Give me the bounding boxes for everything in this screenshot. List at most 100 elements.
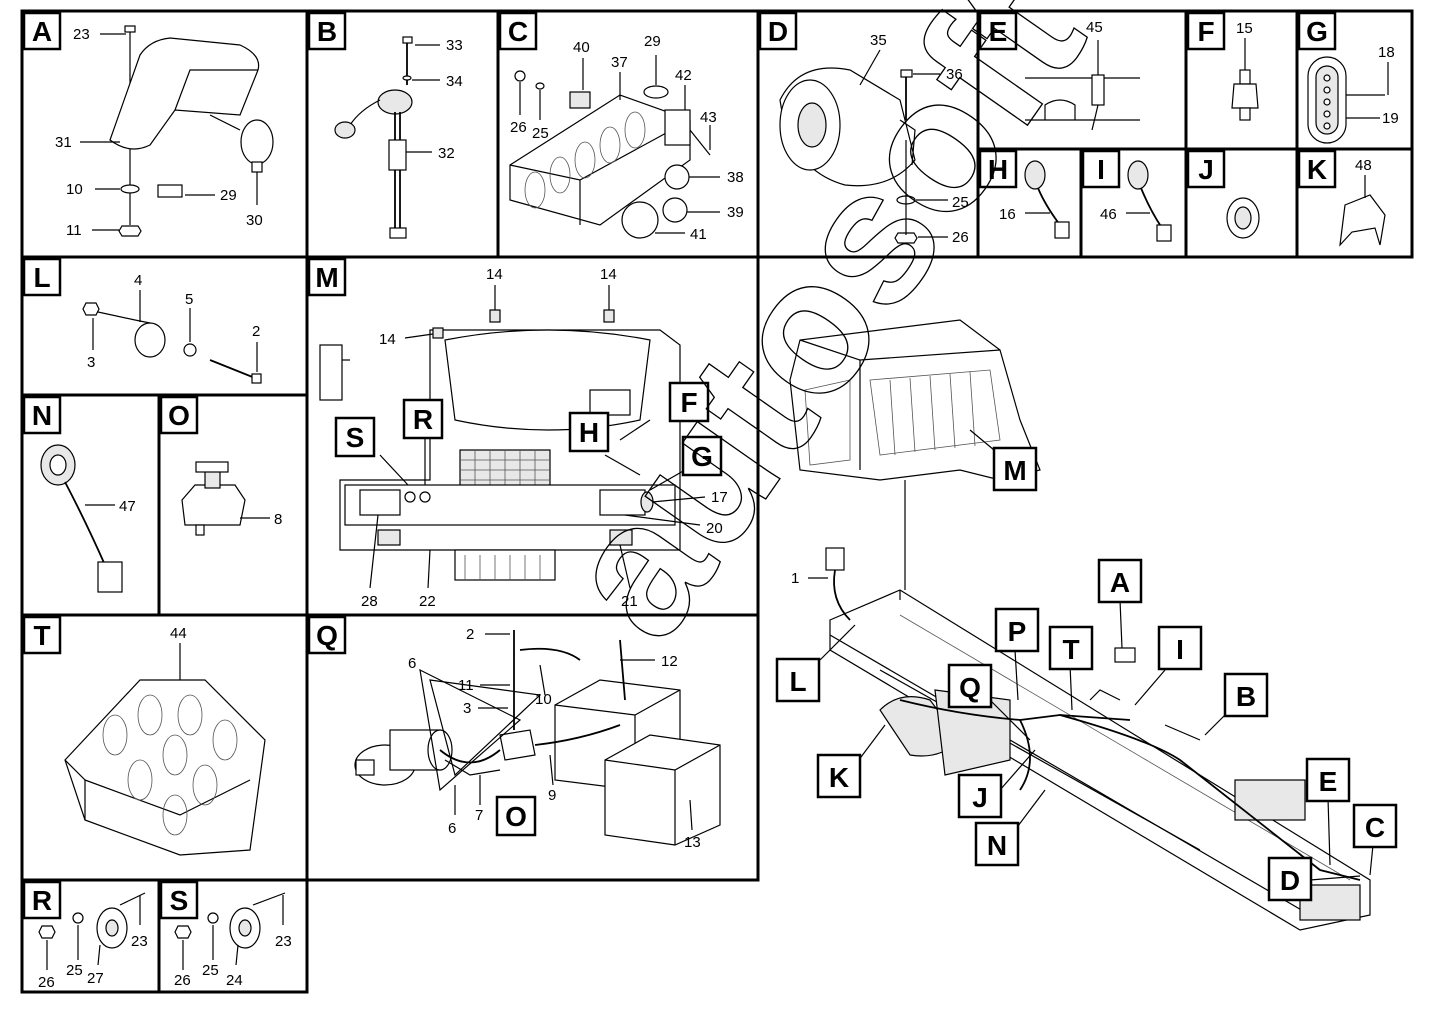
callout: 11 <box>66 222 82 239</box>
callout: 17 <box>711 489 728 506</box>
callout: 33 <box>446 37 463 54</box>
callout: 11 <box>458 677 474 694</box>
callout: 23 <box>73 26 90 43</box>
callout: 32 <box>438 145 455 162</box>
callout: 25 <box>532 125 549 142</box>
panel-f: F 15 <box>1186 11 1259 121</box>
callout: 10 <box>535 691 552 708</box>
inner-tag-o: O <box>505 801 527 832</box>
callout: 2 <box>252 323 260 340</box>
callout: 16 <box>999 206 1016 223</box>
overview-tag-c: C <box>1365 812 1385 843</box>
panel-tag-l: L <box>33 262 50 293</box>
callout: 44 <box>170 625 187 642</box>
overview-tag-k: K <box>829 762 849 793</box>
panel-b: B 33 34 32 <box>307 11 463 239</box>
callout: 3 <box>87 354 95 371</box>
callout: 23 <box>131 933 148 950</box>
overview-tag-p: P <box>1008 616 1027 647</box>
callout: 14 <box>486 266 503 283</box>
callout: 2 <box>466 626 474 643</box>
callout: 26 <box>174 972 191 989</box>
panel-tag-h: H <box>988 154 1008 185</box>
overview-tag-n: N <box>987 830 1007 861</box>
callout: 14 <box>600 266 617 283</box>
callout: 35 <box>870 32 887 49</box>
overview-tag-a: A <box>1110 567 1130 598</box>
callout: 1 <box>791 570 799 587</box>
truck-overview: M A P T I B L Q K J N E C D 1 <box>775 319 1398 931</box>
panel-l: L 4 5 3 2 <box>22 257 262 384</box>
overview-tag-t: T <box>1062 634 1079 665</box>
panel-tag-f: F <box>1197 16 1214 47</box>
callout: 19 <box>1382 110 1399 127</box>
panel-tag-d: D <box>768 16 788 47</box>
panel-c: C 40 29 37 42 26 25 43 38 39 <box>498 11 744 243</box>
overview-tag-b: B <box>1236 681 1256 712</box>
inner-tag-r: R <box>413 404 433 435</box>
callout: 25 <box>952 194 969 211</box>
callout: 22 <box>419 593 436 610</box>
callout: 40 <box>573 39 590 56</box>
panel-tag-j: J <box>1198 154 1214 185</box>
callout: 18 <box>1378 44 1395 61</box>
inner-tag-h: H <box>579 417 599 448</box>
panel-tag-n: N <box>32 400 52 431</box>
callout: 36 <box>946 66 963 83</box>
callout: 42 <box>675 67 692 84</box>
panel-s: S 23 26 25 24 <box>159 880 292 989</box>
panel-frames <box>20 9 1414 994</box>
callout: 23 <box>275 933 292 950</box>
overview-tag-q: Q <box>959 672 981 703</box>
callout: 13 <box>684 834 701 851</box>
callout: 29 <box>644 33 661 50</box>
callout: 48 <box>1355 157 1372 174</box>
callout: 41 <box>690 226 707 243</box>
panel-a: A 23 31 10 11 29 30 <box>22 11 274 239</box>
callout: 26 <box>510 119 527 136</box>
panel-tag-t: T <box>33 620 50 651</box>
panel-e: E 45 <box>978 11 1140 131</box>
panel-tag-a: A <box>32 16 52 47</box>
overview-tag-j: J <box>972 782 988 813</box>
callout: 15 <box>1236 20 1253 37</box>
callout: 6 <box>448 820 456 837</box>
callout: 12 <box>661 653 678 670</box>
panel-g: G 18 19 <box>1297 11 1399 144</box>
callout: 10 <box>66 181 83 198</box>
callout: 25 <box>202 962 219 979</box>
callout: 47 <box>119 498 136 515</box>
callout: 45 <box>1086 19 1103 36</box>
callout: 14 <box>379 331 396 348</box>
callout: 37 <box>611 54 628 71</box>
panel-tag-s: S <box>170 885 189 916</box>
overview-tag-i: I <box>1176 634 1184 665</box>
panel-o: O 8 <box>159 395 282 536</box>
overview-tag-e: E <box>1319 766 1338 797</box>
panel-q: Q O 2 12 <box>307 615 721 851</box>
panel-d: D 35 36 25 26 <box>758 11 969 246</box>
overview-tag-d: D <box>1280 865 1300 896</box>
callout: 27 <box>87 970 104 987</box>
callout: 25 <box>66 962 83 979</box>
callout: 7 <box>475 807 483 824</box>
panel-tag-b: B <box>317 16 337 47</box>
panel-j: J <box>1186 149 1260 239</box>
callout: 24 <box>226 972 243 989</box>
overview-tag-l: L <box>789 666 806 697</box>
callout: 26 <box>952 229 969 246</box>
panel-tag-i: I <box>1097 154 1105 185</box>
panel-tag-e: E <box>989 16 1008 47</box>
callout: 38 <box>727 169 744 186</box>
panel-tag-g: G <box>1306 16 1328 47</box>
panel-m: M <box>307 257 728 610</box>
callout: 20 <box>706 520 723 537</box>
panel-n: N 47 <box>22 395 136 593</box>
callout: 28 <box>361 593 378 610</box>
callout: 34 <box>446 73 463 90</box>
callout: 30 <box>246 212 263 229</box>
inner-tag-f: F <box>680 387 697 418</box>
callout: 29 <box>220 187 237 204</box>
callout: 3 <box>463 700 471 717</box>
